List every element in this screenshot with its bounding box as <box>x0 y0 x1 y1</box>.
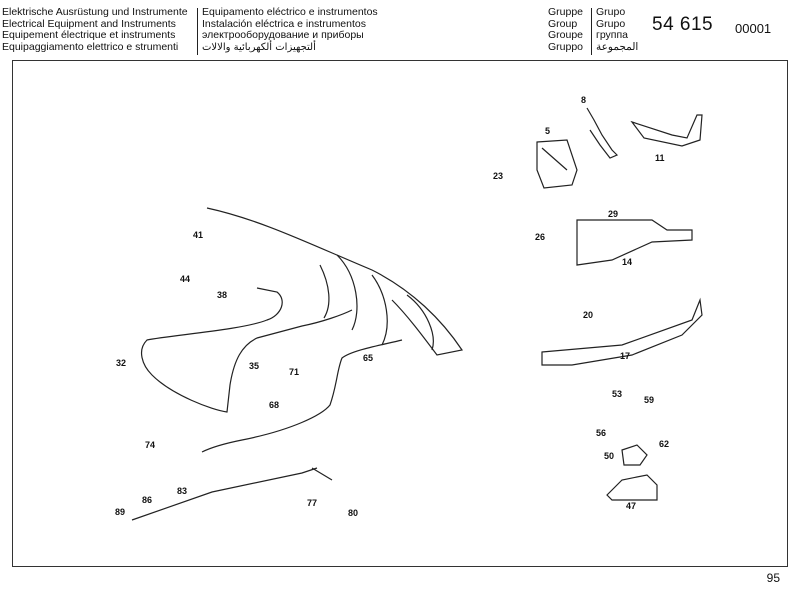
callout-38: 38 <box>217 290 227 300</box>
callout-35: 35 <box>249 361 259 371</box>
callout-17: 17 <box>620 351 630 361</box>
callout-83: 83 <box>177 486 187 496</box>
bracket-50 <box>621 444 648 466</box>
callout-56: 56 <box>596 428 606 438</box>
title-fr: Equipement électrique et instruments <box>2 29 176 42</box>
title-es: Instalación eléctrica e instrumentos <box>202 17 366 30</box>
bracket-14 <box>576 219 693 266</box>
callout-5: 5 <box>545 126 550 136</box>
callout-20: 20 <box>583 310 593 320</box>
title-en: Electrical Equipment and Instruments <box>2 17 176 30</box>
callout-80: 80 <box>348 508 358 518</box>
group-divider <box>591 8 592 55</box>
callout-59: 59 <box>644 395 654 405</box>
group-code: 54 615 <box>652 14 714 35</box>
title-it: Equipaggiamento elettrico e strumenti <box>2 40 179 53</box>
relay-5 <box>536 139 578 189</box>
callout-26: 26 <box>535 232 545 242</box>
callout-47: 47 <box>626 501 636 511</box>
callout-23: 23 <box>493 171 503 181</box>
group-label-de: Gruppe <box>548 6 584 18</box>
bracket-11 <box>630 114 703 147</box>
callout-65: 65 <box>363 353 373 363</box>
page-number: 95 <box>766 571 780 585</box>
group-label-es: Grupo <box>596 17 626 30</box>
callout-74: 74 <box>145 440 155 450</box>
cable-65 <box>201 339 403 453</box>
lower-cable-assembly <box>131 467 333 521</box>
group-label-en: Group <box>548 17 578 30</box>
group-label-fr: Groupe <box>548 29 584 42</box>
instrument-cluster <box>206 207 463 356</box>
callout-14: 14 <box>622 257 632 267</box>
callout-71: 71 <box>289 367 299 377</box>
callout-68: 68 <box>269 400 279 410</box>
group-label-pt: Grupo <box>596 6 626 18</box>
group-labels-2: Grupo Grupo группа المجموعة <box>596 6 639 53</box>
callout-44: 44 <box>180 274 190 284</box>
callout-29: 29 <box>608 209 618 219</box>
callout-62: 62 <box>659 439 669 449</box>
callout-8: 8 <box>581 95 586 105</box>
callout-32: 32 <box>116 358 126 368</box>
clip-47 <box>606 474 658 501</box>
callout-41: 41 <box>193 230 203 240</box>
title-ru: электрооборудование и приборы <box>202 29 364 42</box>
group-label-ru: группа <box>596 29 629 42</box>
bracket-8 <box>586 107 619 159</box>
callout-86: 86 <box>142 495 152 505</box>
title-column-2: Equipamento eléctrico e instrumentos Ins… <box>202 6 378 53</box>
parts-diagram: 8 5 11 23 29 26 14 41 44 38 20 17 32 35 … <box>115 95 703 521</box>
bracket-17 <box>541 297 703 366</box>
title-column-1: Elektrische Ausrüstung und Instrumente E… <box>2 6 188 53</box>
speedometer-cable-upper <box>140 287 353 413</box>
sequence-number: 00001 <box>735 21 772 36</box>
group-label-ar: المجموعة <box>596 40 639 53</box>
callout-89: 89 <box>115 507 125 517</box>
title-pt: Equipamento eléctrico e instrumentos <box>202 6 378 18</box>
title-de: Elektrische Ausrüstung und Instrumente <box>2 6 188 18</box>
group-labels: Gruppe Group Groupe Gruppo <box>548 6 584 53</box>
callout-77: 77 <box>307 498 317 508</box>
header-divider <box>197 8 198 55</box>
callout-53: 53 <box>612 389 622 399</box>
title-ar: ألتجهيزات ألكهربائية والالات <box>202 41 316 53</box>
diagram-frame <box>12 60 788 567</box>
page-header: Elektrische Ausrüstung und Instrumente E… <box>0 0 800 58</box>
group-label-it: Gruppo <box>548 40 584 53</box>
callout-11: 11 <box>655 153 665 163</box>
callout-50: 50 <box>604 451 614 461</box>
